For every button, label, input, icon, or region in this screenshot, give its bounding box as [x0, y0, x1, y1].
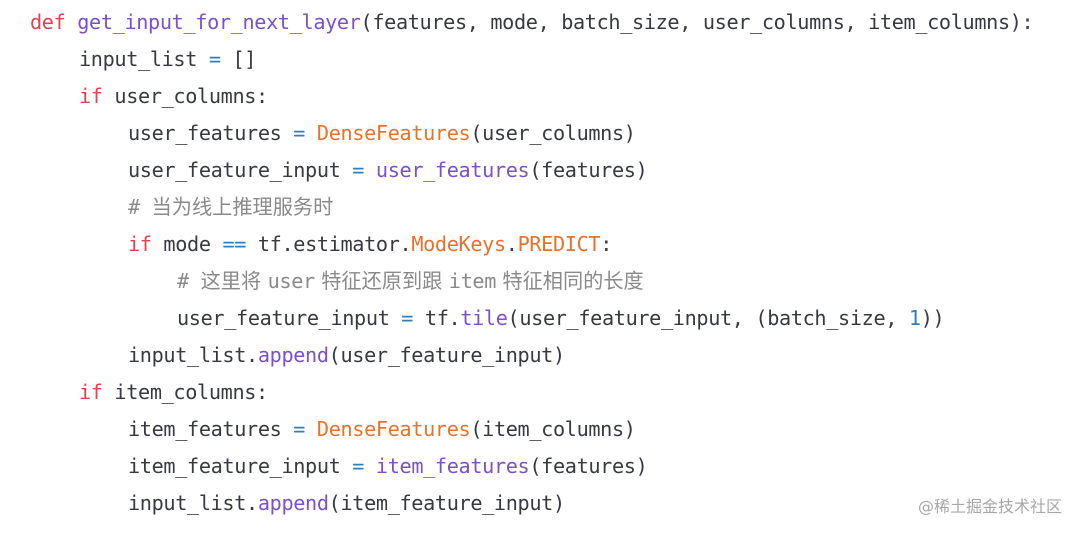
code-text: input_list: [79, 47, 209, 71]
comment-text: 特征相同的长度: [496, 269, 644, 293]
code-text: [364, 158, 376, 182]
class-name: DenseFeatures: [316, 121, 471, 145]
code-line-13: item_feature_input = item_features(featu…: [30, 448, 1033, 485]
function-call: tile: [460, 306, 508, 330]
code-line-7: if mode == tf.estimator.ModeKeys.PREDICT…: [30, 226, 1033, 263]
class-name: ModeKeys: [411, 232, 506, 256]
method-call: append: [257, 491, 329, 515]
operator: =: [401, 306, 414, 330]
code-line-12: item_features = DenseFeatures(item_colum…: [30, 411, 1033, 448]
comment-text: item: [448, 269, 497, 293]
code-text: user_features: [128, 121, 294, 145]
operator: ==: [222, 232, 247, 256]
code-text: user_feature_input: [128, 158, 353, 182]
comment-text: user: [267, 269, 316, 293]
code-text: [364, 454, 376, 478]
code-comment-1: # 当为线上推理服务时: [30, 189, 1033, 226]
function-name: get_input_for_next_layer: [77, 10, 361, 34]
function-call: user_features: [375, 158, 530, 182]
operator: =: [208, 47, 221, 71]
operator: =: [293, 121, 306, 145]
code-text: item_features: [128, 417, 294, 441]
operator: =: [352, 454, 365, 478]
code-text: (item_feature_input): [328, 491, 565, 515]
code-text: input_list.: [128, 491, 258, 515]
code-text: user_feature_input: [177, 306, 402, 330]
code-text: )): [920, 306, 945, 330]
code-text: (user_columns): [470, 121, 636, 145]
code-line-4: user_features = DenseFeatures(user_colum…: [30, 115, 1033, 152]
keyword: if: [79, 84, 103, 108]
code-text: (item_columns): [470, 417, 636, 441]
code-text: []: [220, 47, 257, 71]
code-text: tf.: [413, 306, 461, 330]
constant-name: PREDICT: [517, 232, 601, 256]
code-line-11: if item_columns:: [30, 374, 1033, 411]
code-text: (features): [529, 158, 648, 182]
comment-hash: #: [177, 269, 201, 293]
code-line-5: user_feature_input = user_features(featu…: [30, 152, 1033, 189]
code-text: mode: [151, 232, 223, 256]
code-text: :: [600, 232, 613, 256]
code-text: user_columns:: [102, 84, 268, 108]
method-call: append: [257, 343, 329, 367]
code-block: def get_input_for_next_layer(features, m…: [30, 4, 1034, 522]
watermark: @稀土掘金技术社区: [917, 497, 1062, 516]
comment-text: 特征还原到跟: [314, 269, 449, 293]
code-text: tf.estimator.: [246, 232, 412, 256]
code-text: [305, 417, 317, 441]
code-line-3: if user_columns:: [30, 78, 1033, 115]
number-literal: 1: [908, 306, 921, 330]
code-line-1: def get_input_for_next_layer(features, m…: [30, 4, 1034, 41]
comment-text: 当为线上推理服务时: [151, 195, 334, 219]
code-text: [305, 121, 317, 145]
code-text: item_feature_input: [128, 454, 353, 478]
code-line-9: user_feature_input = tf.tile(user_featur…: [30, 300, 1033, 337]
code-text: (user_feature_input): [328, 343, 565, 367]
code-line-14: input_list.append(item_feature_input): [30, 485, 1033, 522]
keyword: def: [30, 10, 66, 34]
comment-text: 这里将: [200, 269, 268, 293]
keyword: if: [128, 232, 152, 256]
operator: =: [352, 158, 365, 182]
comment-hash: #: [128, 195, 152, 219]
function-call: item_features: [375, 454, 530, 478]
code-text: (user_feature_input, (batch_size,: [507, 306, 909, 330]
code-line-2: input_list = []: [30, 41, 1033, 78]
keyword: if: [79, 380, 103, 404]
class-name: DenseFeatures: [316, 417, 471, 441]
code-comment-2: # 这里将 user 特征还原到跟 item 特征相同的长度: [30, 263, 1033, 300]
code-text: .: [505, 232, 518, 256]
code-line-10: input_list.append(user_feature_input): [30, 337, 1033, 374]
operator: =: [293, 417, 306, 441]
code-text: input_list.: [128, 343, 258, 367]
code-text: (features, mode, batch_size, user_column…: [360, 10, 1034, 34]
code-text: item_columns:: [102, 380, 268, 404]
code-text: (features): [529, 454, 648, 478]
